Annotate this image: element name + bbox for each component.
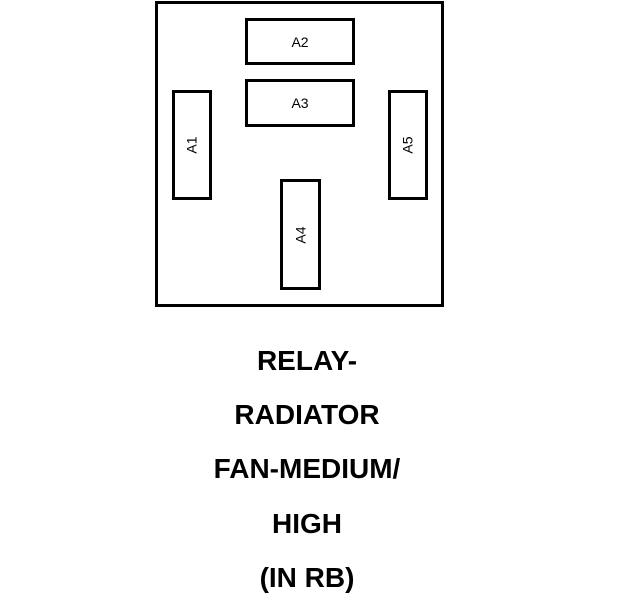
caption-line-2: RADIATOR [234,399,380,430]
pin-a2: A2 [245,18,355,65]
pin-a4: A4 [280,179,321,290]
pin-a1: A1 [172,90,212,200]
pin-a2-label: A2 [291,33,309,50]
caption-line-5: (IN RB) [259,562,355,593]
pin-a4-label: A4 [292,225,309,244]
pin-a3: A3 [245,79,355,127]
pin-a5-label: A5 [400,136,416,154]
caption-line-1: RELAY- [256,345,358,376]
pin-a5: A5 [388,90,428,200]
caption-line-3: FAN-MEDIUM/ [213,453,401,484]
pin-a3-label: A3 [291,95,309,111]
pin-a1-label: A1 [184,136,200,154]
caption-line-4: HIGH [272,508,342,539]
